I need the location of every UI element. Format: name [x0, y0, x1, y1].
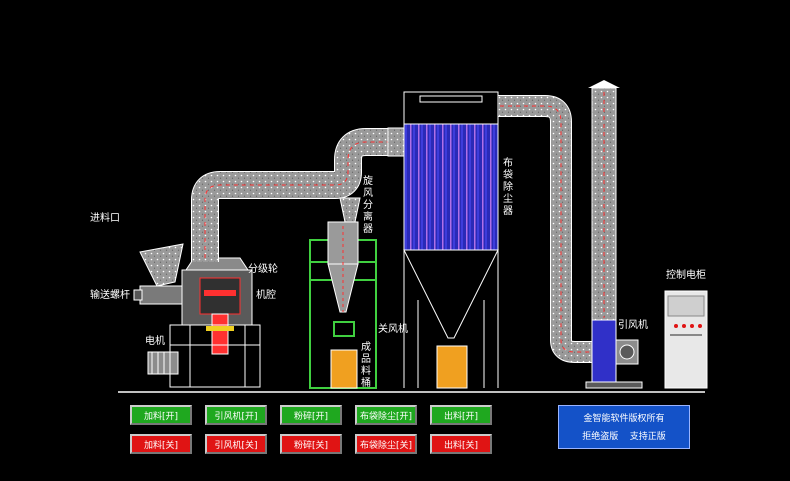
mill-unit [133, 243, 261, 388]
fan-start-button[interactable]: 引风机[开] [205, 405, 267, 425]
copyright-line-2: 拒绝盗版 支持正版 [582, 432, 666, 442]
label-screw-conveyor: 输送螺杆 [90, 290, 130, 301]
induced-fan-unit [585, 319, 643, 389]
label-cyclone: 旋风分离器 [363, 176, 373, 235]
copyright-line-1: 金智能软件版权所有 [583, 414, 665, 424]
feed-stop-button[interactable]: 加料[关] [130, 434, 192, 454]
label-control-cabinet: 控制电柜 [666, 270, 706, 281]
product-bin [330, 349, 358, 389]
duct-mill-cyclone [191, 128, 390, 262]
copyright-panel: 金智能软件版权所有 拒绝盗版 支持正版 [558, 405, 690, 449]
label-induced-fan: 引风机 [618, 320, 648, 331]
filter-hopper [403, 249, 499, 339]
bag-filter-start-button[interactable]: 布袋除尘[开] [355, 405, 417, 425]
feed-hopper [139, 243, 184, 287]
label-chamber: 机腔 [256, 290, 276, 301]
cyclone-unit [309, 221, 377, 389]
duct-filter-fan [498, 95, 596, 363]
filter-bags [403, 123, 499, 251]
bag-filter-unit [403, 91, 499, 389]
grind-stop-button[interactable]: 粉碎[关] [280, 434, 342, 454]
rotary-valve [333, 321, 355, 337]
label-product-bin: 成品料桶 [361, 342, 371, 389]
label-feed-inlet: 进料口 [90, 213, 120, 224]
bag-filter-stop-button[interactable]: 布袋除尘[关] [355, 434, 417, 454]
fan-stop-button[interactable]: 引风机[关] [205, 434, 267, 454]
screw-conveyor [139, 285, 187, 305]
label-bag-filter: 布袋除尘器 [503, 158, 513, 217]
feed-start-button[interactable]: 加料[开] [130, 405, 192, 425]
label-classifier-wheel: 分级轮 [248, 264, 278, 275]
discharge-start-button[interactable]: 出料[开] [430, 405, 492, 425]
label-motor: 电机 [145, 336, 165, 347]
discharge-bin [436, 345, 468, 389]
grind-start-button[interactable]: 粉碎[开] [280, 405, 342, 425]
label-rotary-valve: 关风机 [378, 324, 408, 335]
exhaust-stack [588, 80, 620, 321]
control-cabinet-unit [664, 290, 708, 389]
discharge-stop-button[interactable]: 出料[关] [430, 434, 492, 454]
